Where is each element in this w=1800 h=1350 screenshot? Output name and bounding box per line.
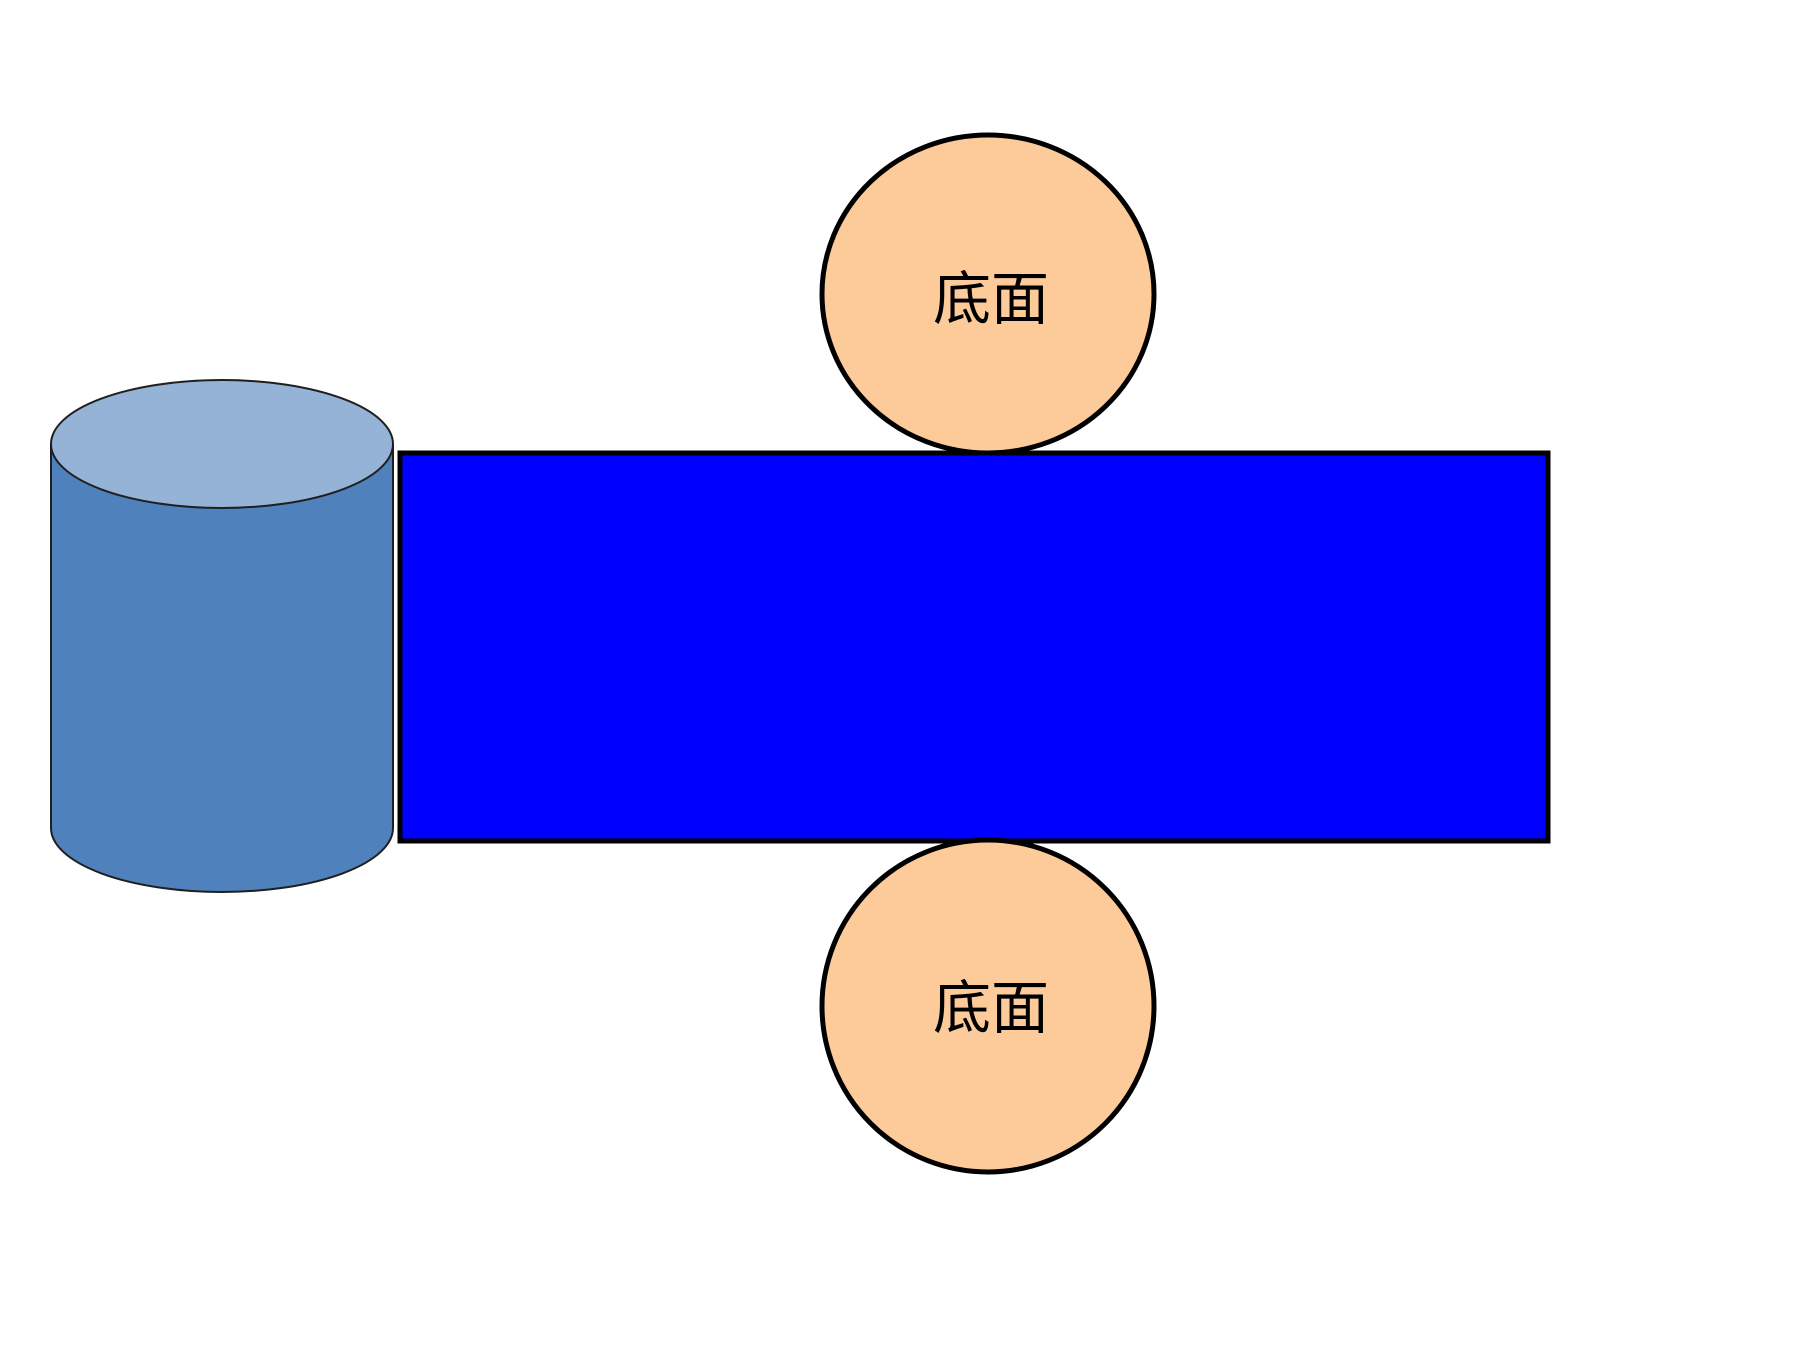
cylinder-top (50, 379, 394, 509)
cylinder-body (50, 443, 394, 893)
cylinder-3d (50, 379, 394, 893)
top-base-label: 底面 (933, 265, 1049, 333)
top-base-face: 底面 (819, 132, 1157, 456)
bottom-base-label: 底面 (933, 974, 1049, 1042)
bottom-base-circle (819, 837, 1157, 1175)
bottom-base-face: 底面 (819, 837, 1157, 1175)
top-base-circle (819, 132, 1157, 456)
lateral-face (397, 450, 1551, 844)
